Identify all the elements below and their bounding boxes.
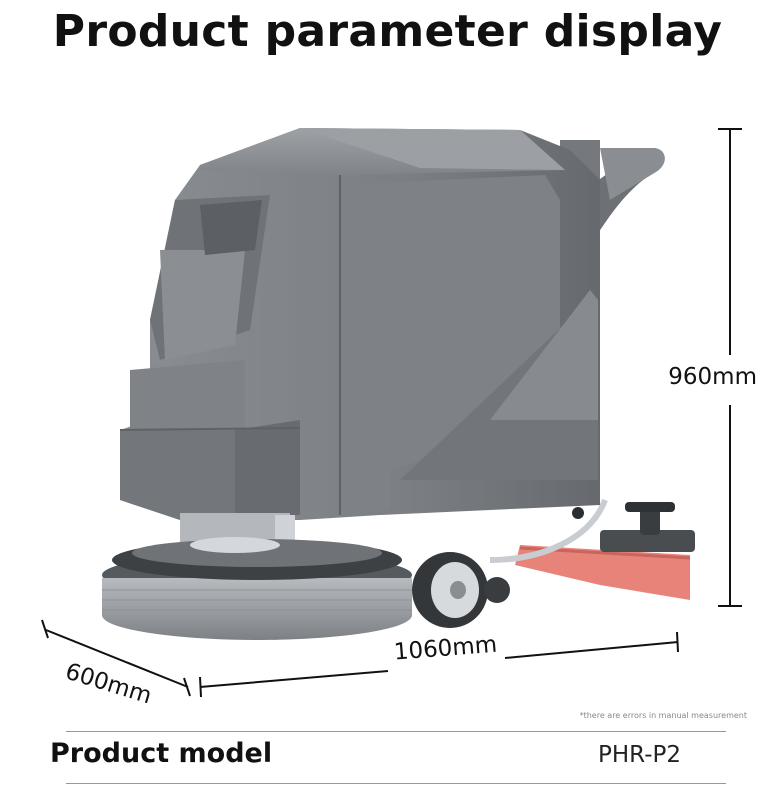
rear-wheel — [412, 552, 488, 628]
brush-deck — [102, 513, 412, 640]
height-dimension-line — [718, 128, 742, 607]
length-dimension-line — [199, 631, 679, 698]
caster-wheel — [484, 577, 510, 603]
machine-body — [119, 128, 600, 520]
product-model-value: PHR-P2 — [598, 742, 682, 768]
width-dimension-line — [41, 619, 191, 697]
divider-bottom — [66, 783, 726, 784]
page-title: Product parameter display — [52, 6, 723, 57]
squeegee-assembly — [489, 498, 695, 600]
height-dimension-label: 960mm — [668, 362, 757, 392]
measurement-note: *there are errors in manual measurement — [579, 711, 747, 720]
divider-top — [66, 731, 726, 732]
product-model-label: Product model — [50, 738, 273, 769]
